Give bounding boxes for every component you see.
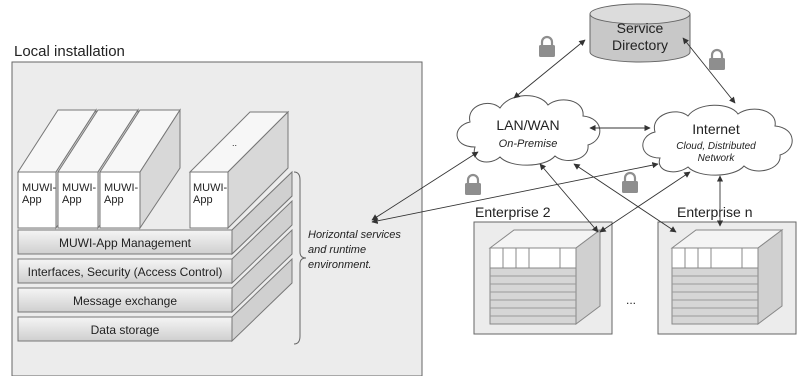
layer-label-interfaces: Interfaces, Security (Access Control): [28, 265, 223, 279]
internet-title: Internet: [692, 121, 740, 137]
arrow-lanwan-enterprise-2: [539, 163, 599, 233]
layer-label-message-exchange: Message exchange: [73, 294, 177, 308]
arrow-directory-lanwan: [513, 39, 586, 99]
arrow-directory-internet: [682, 37, 736, 104]
layer-data-storage: [17, 257, 293, 343]
app-column-4: [188, 110, 290, 230]
app-column-3: [99, 108, 181, 230]
arrow-internet-enterprise-2: [599, 171, 691, 233]
lan-wan-title: LAN/WAN: [496, 117, 559, 133]
lock-icon: [539, 35, 555, 57]
layer-label-data-storage: Data storage: [91, 323, 160, 337]
enterprise-2-label: Enterprise 2: [475, 204, 551, 220]
lan-wan-subtitle: On-Premise: [499, 138, 558, 150]
horizontal-services-brace: [293, 171, 307, 345]
lock-icon: [709, 48, 725, 70]
enterprise-2-mini-stack: [488, 229, 602, 325]
layer-muwi-app-management: [17, 170, 293, 256]
enterprise-ellipsis: ...: [626, 293, 636, 307]
layer-message-exchange: [17, 228, 293, 314]
layer-label-management: MUWI-App Management: [59, 236, 192, 250]
lock-icon: [622, 171, 638, 193]
enterprise-n-mini-stack: [670, 229, 784, 325]
enterprise-n: Enterprise n: [657, 204, 797, 335]
layer-stack: MUWI-App Management Interfaces, Security…: [17, 170, 293, 343]
layer-interfaces-security: [17, 199, 293, 285]
lan-wan-cloud: LAN/WAN On-Premise: [456, 95, 601, 166]
app-label-2: MUWI-App: [62, 182, 97, 206]
connector-arrows: [371, 37, 736, 233]
app-dots: ..: [232, 138, 237, 148]
local-installation-title: Local installation: [14, 43, 125, 60]
app-label-3: MUWI-App: [104, 182, 139, 206]
enterprise-n-label: Enterprise n: [677, 204, 752, 220]
app-label-4: MUWI-App: [193, 182, 228, 206]
lock-icon: [465, 173, 481, 195]
app-label-1: MUWI-App: [22, 182, 57, 206]
